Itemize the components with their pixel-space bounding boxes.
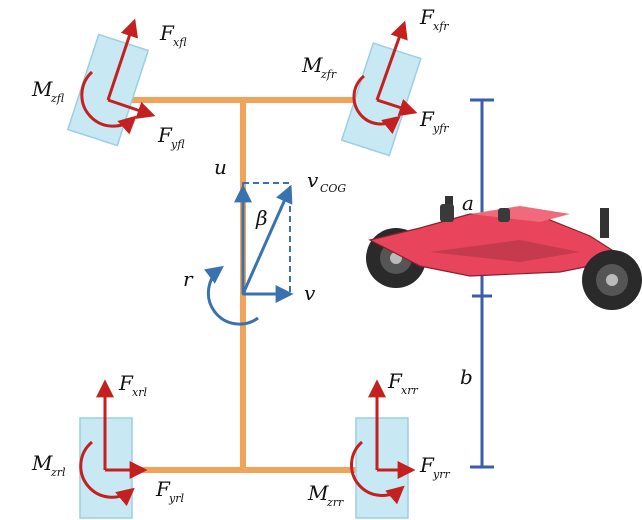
fxfl-main: F bbox=[159, 21, 175, 45]
label-fxrl: F xrl bbox=[118, 371, 147, 399]
chassis-frame bbox=[105, 97, 385, 473]
wheelbase-dimension bbox=[470, 98, 494, 469]
moment-arrow-mzrl bbox=[79, 440, 135, 507]
fyrl-sub: yrl bbox=[168, 492, 184, 505]
moment-arrow-mzrr bbox=[350, 440, 405, 505]
tire-front-left bbox=[66, 33, 150, 147]
fxfr-sub: xfr bbox=[433, 20, 449, 33]
label-v: v bbox=[304, 281, 316, 305]
force-arrow-fyfr bbox=[376, 98, 418, 117]
label-mzfl: M zfl bbox=[31, 77, 65, 105]
fyfr-sub: yfr bbox=[432, 122, 449, 135]
forces-rear-left bbox=[79, 379, 148, 507]
fxrr-sub: xrr bbox=[401, 384, 418, 397]
mzrl-main: M bbox=[31, 451, 53, 475]
label-b: b bbox=[460, 365, 473, 389]
forces-front-left bbox=[80, 18, 156, 135]
fyrr-sub: yrr bbox=[432, 468, 450, 481]
tire-rear-right bbox=[355, 417, 409, 519]
mzfr-sub: zfr bbox=[320, 68, 337, 81]
moment-arrow-mzfl bbox=[80, 70, 137, 135]
mzfl-sub: zfl bbox=[50, 92, 65, 105]
label-fyrl: F yrl bbox=[155, 477, 184, 505]
fxfl-sub: xfl bbox=[173, 36, 187, 49]
vector-arrow-vcog bbox=[241, 184, 293, 295]
yaw-rate-arrow bbox=[204, 265, 259, 326]
mzrl-sub: zrl bbox=[50, 466, 66, 479]
moment-arrow-mzfr bbox=[352, 74, 401, 135]
label-fyfl: F yfl bbox=[157, 123, 185, 151]
force-arrow-fxfl bbox=[106, 18, 138, 101]
force-arrow-fyfl bbox=[107, 98, 156, 119]
fyrl-main: F bbox=[155, 477, 171, 501]
cog-vectors bbox=[204, 182, 294, 326]
fxfr-main: F bbox=[419, 5, 435, 29]
mzrr-sub: zrr bbox=[326, 496, 344, 509]
vcog-sub: COG bbox=[320, 182, 346, 195]
forces-rear-right bbox=[350, 379, 416, 505]
label-mzrl: M zrl bbox=[31, 451, 66, 479]
label-fyfr: F yfr bbox=[419, 107, 449, 135]
force-arrow-fxfr bbox=[375, 20, 408, 101]
fyfl-sub: yfl bbox=[170, 138, 185, 151]
fxrr-main: F bbox=[387, 369, 403, 393]
label-u: u bbox=[214, 155, 227, 179]
label-fxrr: F xrr bbox=[387, 369, 418, 397]
label-mzfr: M zfr bbox=[301, 53, 337, 81]
forces-front-right bbox=[352, 20, 418, 135]
label-fyrr: F yrr bbox=[419, 453, 450, 481]
fxrl-sub: xrl bbox=[132, 386, 147, 399]
fyfl-main: F bbox=[157, 123, 173, 147]
fyfr-main: F bbox=[419, 107, 435, 131]
label-a: a bbox=[462, 191, 474, 215]
label-r: r bbox=[183, 267, 194, 291]
vcog-main: v bbox=[307, 168, 319, 192]
label-mzrr: M zrr bbox=[307, 481, 344, 509]
label-fxfr: F xfr bbox=[419, 5, 449, 33]
mzfl-main: M bbox=[31, 77, 53, 101]
fyrr-main: F bbox=[419, 453, 435, 477]
car-chassis-illustration bbox=[366, 196, 642, 310]
mzfr-main: M bbox=[301, 53, 323, 77]
mzrr-main: M bbox=[307, 481, 329, 505]
label-vcog: v COG bbox=[307, 168, 346, 195]
label-beta: β bbox=[255, 206, 268, 230]
label-fxfl: F xfl bbox=[159, 21, 187, 49]
fxrl-main: F bbox=[118, 371, 134, 395]
